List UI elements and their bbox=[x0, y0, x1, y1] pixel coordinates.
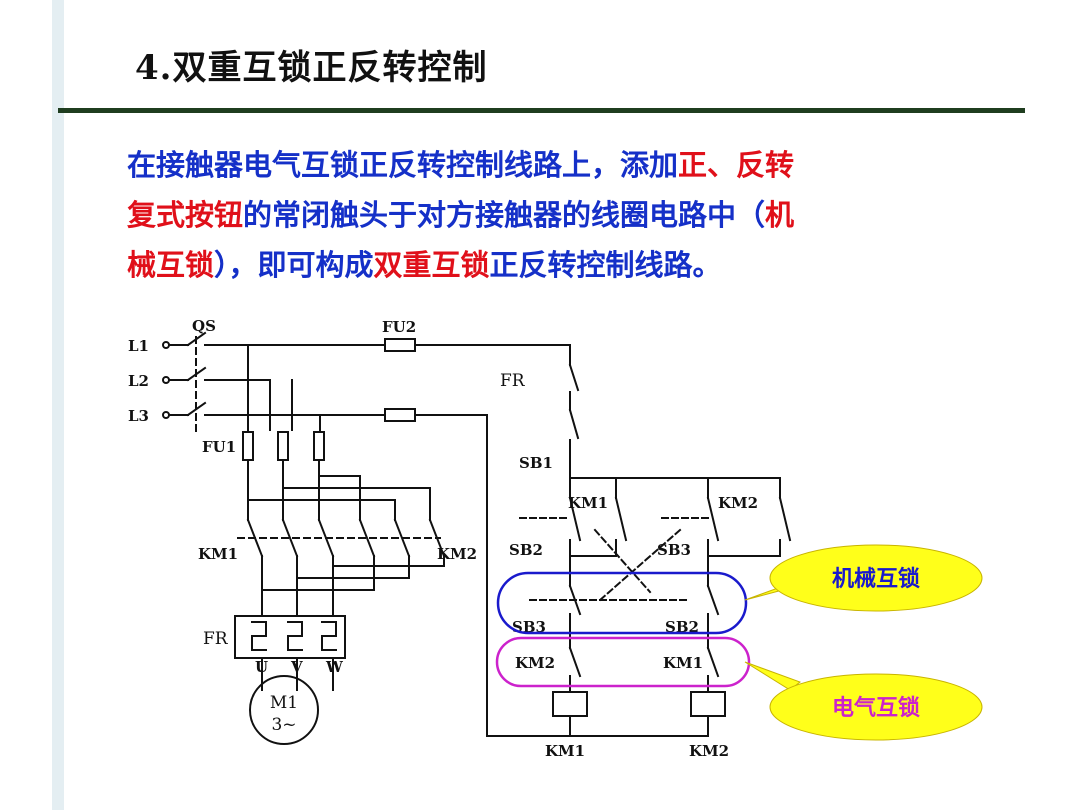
desc-seg: 在接触器电气互锁正反转控制线路上，添加 bbox=[127, 148, 679, 182]
label-sb2: SB2 bbox=[509, 541, 543, 559]
power-lines bbox=[162, 331, 571, 737]
motor bbox=[249, 675, 319, 745]
motor-phase: 3~ bbox=[271, 715, 296, 735]
desc-seg: 复式按钮 bbox=[127, 198, 244, 232]
km1-coil bbox=[552, 691, 588, 717]
label-l3: L3 bbox=[128, 407, 149, 425]
label-km1-nc: KM1 bbox=[663, 654, 703, 672]
desc-seg: 双重互锁 bbox=[373, 248, 490, 282]
callout-electrical-text: 电气互锁 bbox=[832, 695, 920, 721]
label-qs: QS bbox=[192, 317, 216, 335]
callout-mechanical-text: 机械互锁 bbox=[832, 566, 920, 592]
label-km2-nc: KM2 bbox=[515, 654, 555, 672]
label-sb2-nc: SB2 bbox=[665, 618, 699, 636]
desc-seg: 械互锁 bbox=[127, 248, 215, 282]
label-km2-coil: KM2 bbox=[689, 742, 729, 760]
label-km1-coil: KM1 bbox=[545, 742, 585, 760]
title-rule bbox=[58, 108, 1025, 113]
label-km2-main: KM2 bbox=[437, 545, 477, 563]
description-text: 在接触器电气互锁正反转控制线路上，添加正、反转 复式按钮的常闭触头于对方接触器的… bbox=[127, 140, 987, 290]
callout-mechanical bbox=[769, 544, 983, 612]
label-km1-main: KM1 bbox=[198, 545, 238, 563]
mechanical-interlock-ring bbox=[496, 571, 748, 635]
fr-thermal-relay bbox=[234, 615, 346, 659]
fu1-fuses bbox=[242, 431, 325, 461]
desc-seg: 机 bbox=[765, 198, 795, 232]
label-sb1: SB1 bbox=[519, 454, 553, 472]
desc-seg: 正反转控制线路。 bbox=[489, 248, 722, 282]
label-fu1: FU1 bbox=[202, 438, 236, 456]
desc-seg: 的常闭触头于对方接触器的线圈电路中（ bbox=[243, 198, 766, 232]
label-l1: L1 bbox=[128, 337, 149, 355]
desc-seg: 正、反转 bbox=[678, 148, 795, 182]
label-fu2: FU2 bbox=[382, 318, 416, 336]
electrical-interlock-ring bbox=[495, 636, 751, 688]
desc-seg: ），即可构成 bbox=[214, 248, 374, 282]
label-v: V bbox=[290, 658, 303, 676]
label-l2: L2 bbox=[128, 372, 149, 390]
label-fr-ctrl: FR bbox=[500, 371, 526, 391]
slide-title: 4.双重互锁正反转控制 bbox=[135, 48, 488, 88]
label-fr-main: FR bbox=[203, 629, 229, 649]
label-km2-aux: KM2 bbox=[718, 494, 758, 512]
label-sb3: SB3 bbox=[657, 541, 691, 559]
label-u: U bbox=[255, 658, 268, 676]
slide-left-bar bbox=[52, 0, 64, 810]
motor-name: M1 bbox=[270, 693, 298, 713]
fu2-fuses bbox=[384, 338, 416, 422]
label-km1-aux: KM1 bbox=[568, 494, 608, 512]
control-circuit bbox=[486, 344, 792, 737]
label-w: W bbox=[325, 658, 344, 676]
callout-electrical bbox=[769, 673, 983, 741]
km2-coil bbox=[690, 691, 726, 717]
